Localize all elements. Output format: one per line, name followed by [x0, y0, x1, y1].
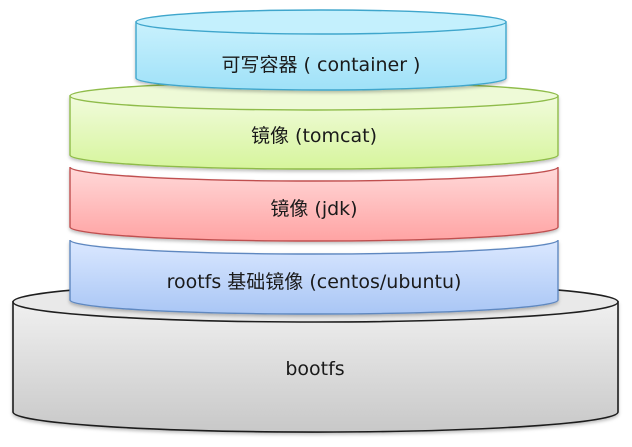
- layer-tomcat: 镜像 (tomcat): [69, 81, 559, 170]
- layer-bootfs-label: bootfs: [285, 358, 344, 380]
- layer-bootfs-body: [12, 301, 619, 433]
- layer-rootfs-label: rootfs 基础镜像 (centos/ubuntu): [167, 271, 462, 293]
- layer-container: 可写容器 ( container ): [135, 9, 507, 91]
- layer-container-body: [135, 21, 507, 91]
- layer-jdk: 镜像 (jdk): [69, 166, 559, 242]
- layer-container-label: 可写容器 ( container ): [222, 54, 421, 76]
- layer-rootfs-body: [69, 239, 559, 315]
- layer-rootfs: rootfs 基础镜像 (centos/ubuntu): [69, 239, 559, 315]
- layer-tomcat-label: 镜像 (tomcat): [251, 125, 377, 147]
- layer-jdk-label: 镜像 (jdk): [270, 198, 357, 220]
- layer-container-top: [135, 9, 507, 35]
- layer-tomcat-body: [69, 95, 559, 170]
- layer-jdk-body: [69, 166, 559, 242]
